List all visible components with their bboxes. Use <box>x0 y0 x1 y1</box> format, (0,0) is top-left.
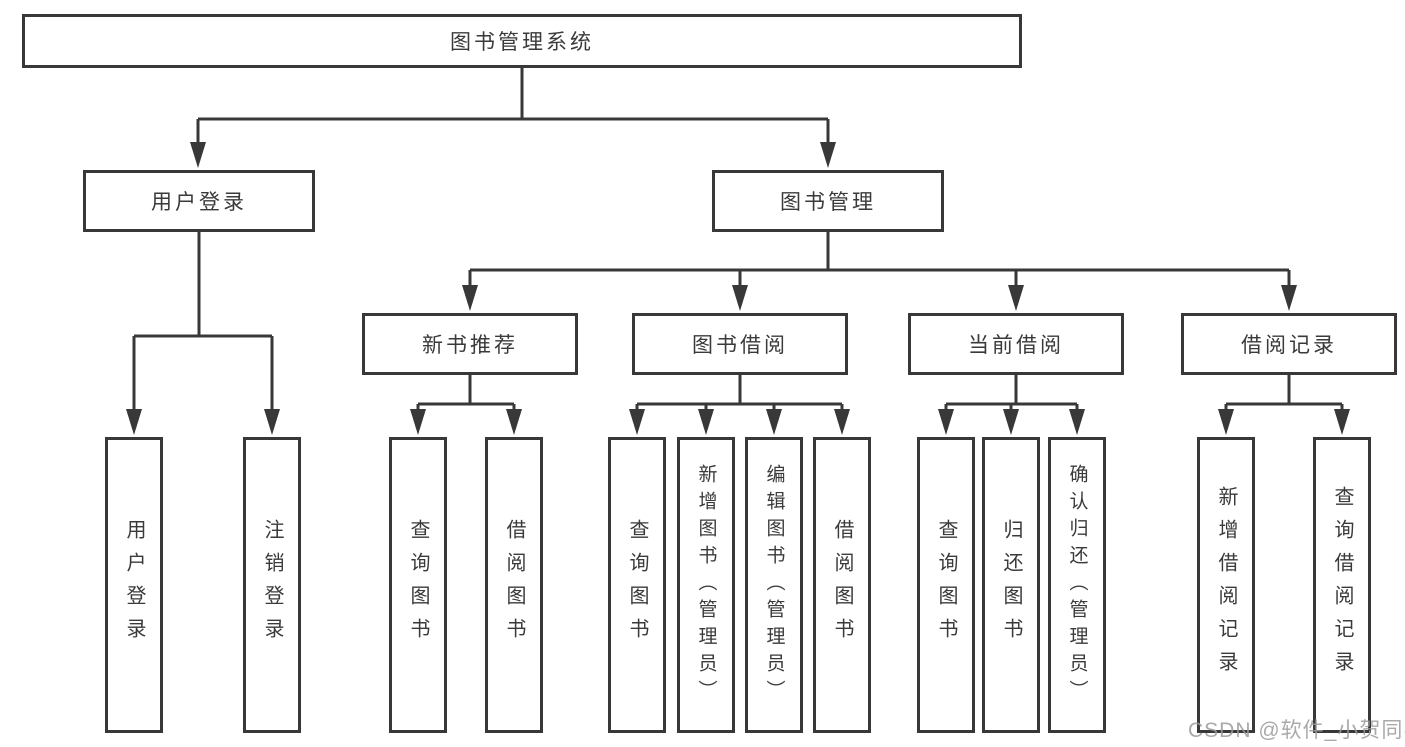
leaf-label: 用户登录 <box>123 519 145 651</box>
leaf-label: 确认归还（管理员） <box>1066 463 1088 707</box>
leaf-label: 归还图书 <box>1000 519 1022 651</box>
node-new-book-recommend: 新书推荐 <box>362 313 578 375</box>
node-book-borrowing: 图书借阅 <box>632 313 848 375</box>
leaf-label: 新增图书（管理员） <box>695 463 717 707</box>
leaf-label: 借阅图书 <box>831 519 853 651</box>
node-leaf-user-login: 用户登录 <box>105 437 163 733</box>
leaf-label: 注销登录 <box>261 519 283 651</box>
node-user-login: 用户登录 <box>83 170 315 232</box>
leaf-label: 查询借阅记录 <box>1331 486 1353 684</box>
leaf-label: 查询图书 <box>626 519 648 651</box>
node-leaf-query-borrow-record: 查询借阅记录 <box>1313 437 1371 733</box>
node-leaf-add-borrow-record: 新增借阅记录 <box>1197 437 1255 733</box>
node-leaf-confirm-return-admin: 确认归还（管理员） <box>1048 437 1106 733</box>
node-leaf-borrow-books: 借阅图书 <box>485 437 543 733</box>
leaf-label: 借阅图书 <box>503 519 525 651</box>
node-borrowing-records: 借阅记录 <box>1181 313 1397 375</box>
node-leaf-add-books-admin: 新增图书（管理员） <box>677 437 735 733</box>
node-book-management: 图书管理 <box>712 170 944 232</box>
node-leaf-edit-books-admin: 编辑图书（管理员） <box>745 437 803 733</box>
node-current-borrowing: 当前借阅 <box>908 313 1124 375</box>
leaf-label: 编辑图书（管理员） <box>763 463 785 707</box>
leaf-label: 新增借阅记录 <box>1215 486 1237 684</box>
node-library-system: 图书管理系统 <box>22 14 1022 68</box>
node-leaf-query-books: 查询图书 <box>608 437 666 733</box>
node-leaf-return-books: 归还图书 <box>982 437 1040 733</box>
node-leaf-borrow-books: 借阅图书 <box>813 437 871 733</box>
node-leaf-logout: 注销登录 <box>243 437 301 733</box>
node-leaf-query-books: 查询图书 <box>917 437 975 733</box>
leaf-label: 查询图书 <box>935 519 957 651</box>
csdn-watermark: CSDN @软件_小贺同学 <box>1188 719 1405 742</box>
leaf-label: 查询图书 <box>407 519 429 651</box>
node-leaf-query-books: 查询图书 <box>389 437 447 733</box>
